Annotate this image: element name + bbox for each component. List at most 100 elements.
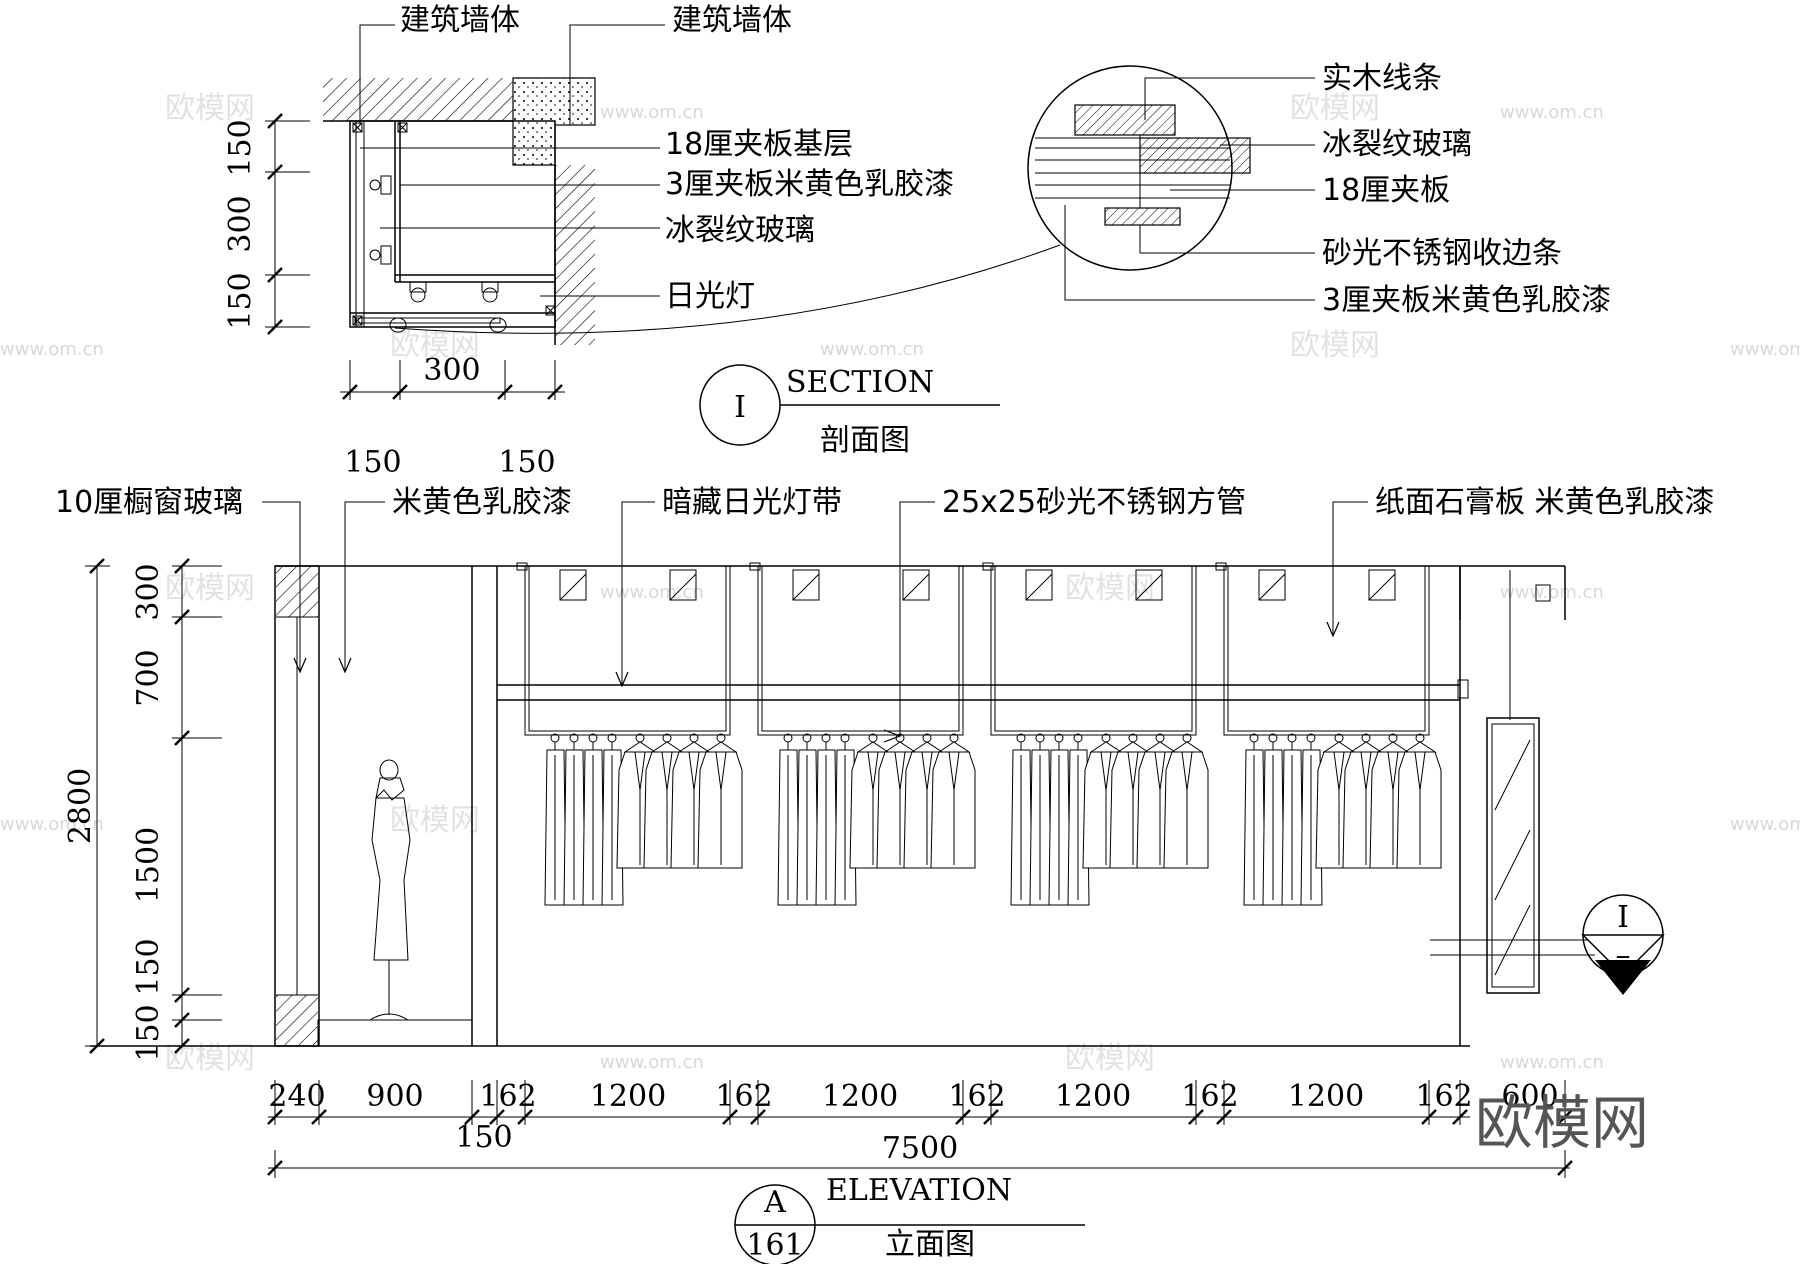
label-window-glass: 10厘橱窗玻璃: [55, 485, 243, 520]
watermark-logo: 欧模网: [1475, 1089, 1649, 1157]
elevation-title-cn: 立面图: [885, 1227, 975, 1262]
dim-h-2: 162: [479, 1079, 536, 1114]
ceiling-slab: [323, 78, 513, 121]
elevation-drawing: 150 150 10厘橱窗玻璃 米黄色乳胶漆 暗藏日光灯带 25x25砂光不锈钢…: [55, 445, 1715, 1264]
clothing-bay: [516, 562, 743, 906]
watermark-text: 欧模网: [390, 328, 480, 363]
detail-label-steel: 砂光不锈钢收边条: [1322, 236, 1562, 271]
dim-top-2: 150: [498, 445, 555, 480]
dim-tick: [1557, 1160, 1573, 1176]
section-title-cn: 剖面图: [820, 423, 910, 458]
spotlight: [792, 569, 820, 601]
label-glass: 冰裂纹玻璃: [665, 213, 815, 248]
dim-h-11: 600: [1501, 1079, 1558, 1114]
hanging-frame: [524, 566, 731, 736]
clothing-bay: [749, 562, 976, 906]
hanging-frame: [757, 566, 964, 736]
label-light-strip: 暗藏日光灯带: [662, 485, 842, 520]
watermark-url: www.om.cn: [1500, 1052, 1604, 1073]
spotlight: [559, 569, 587, 601]
dim-sub-150: 150: [455, 1120, 512, 1155]
dim-tick: [1216, 1109, 1232, 1125]
dim-tick: [1188, 1109, 1204, 1125]
wall-right: [555, 165, 595, 345]
elevation-title-letter: A: [763, 1185, 786, 1220]
watermark-text: 欧模网: [1290, 91, 1380, 126]
section-cut-top: I: [1617, 900, 1629, 935]
detail-label-wood: 实木线条: [1322, 61, 1442, 96]
clothing-bay: [1215, 562, 1442, 906]
hanging-frame-inner: [1227, 566, 1426, 732]
dim-tick: [489, 1109, 505, 1125]
dim-tick: [1557, 1109, 1573, 1125]
hanging-frame: [1223, 566, 1430, 736]
watermark-url: www.om.cn: [1500, 582, 1604, 603]
dim-tick: [517, 1109, 533, 1125]
detail-label-glass: 冰裂纹玻璃: [1322, 127, 1472, 162]
section-title-en: SECTION: [786, 365, 934, 400]
dim-tick: [89, 558, 105, 574]
dim-v-5: 150: [131, 1004, 166, 1061]
dim-tick: [311, 1109, 327, 1125]
dim-tick: [750, 1109, 766, 1125]
dim-tick: [1452, 1109, 1468, 1125]
label-lamp: 日光灯: [665, 279, 755, 314]
label-plywood-paint: 3厘夹板米黄色乳胶漆: [665, 167, 954, 202]
jacket: [930, 751, 976, 869]
section-title-mark: I: [734, 390, 746, 425]
dim-v-top: 150: [223, 119, 258, 176]
jacket: [1163, 751, 1209, 869]
label-paint: 米黄色乳胶漆: [392, 485, 572, 520]
watermark-text: 欧模网: [1065, 571, 1155, 606]
dim-tick: [174, 609, 190, 625]
dim-h-8: 162: [1181, 1079, 1238, 1114]
dim-h-3: 1200: [590, 1079, 666, 1114]
label-plywood-base: 18厘夹板基层: [665, 127, 853, 162]
hanging-frame-inner: [528, 566, 727, 732]
dim-v-1: 300: [131, 563, 166, 620]
clothing-bay: [982, 562, 1209, 906]
dim-tick: [955, 1109, 971, 1125]
spotlight: [1135, 569, 1163, 601]
dim-tick: [89, 1038, 105, 1054]
section-drawing: 150 300 150 300 建筑墙体 建筑墙体 18厘夹板基层 3厘夹板米黄…: [223, 3, 1000, 458]
spotlight: [1258, 569, 1286, 601]
watermark-url: www.om.cn: [600, 1052, 704, 1073]
watermark-url: www.om.cn: [0, 814, 104, 835]
detail-label-plywood: 18厘夹板: [1322, 173, 1450, 208]
dim-tick: [174, 1038, 190, 1054]
detail-label-paint: 3厘夹板米黄色乳胶漆: [1322, 283, 1611, 318]
dim-h-1: 900: [366, 1079, 423, 1114]
elevation-title-number: 161: [746, 1228, 803, 1263]
dim-h-4: 162: [715, 1079, 772, 1114]
mannequin: [369, 759, 411, 1021]
jacket: [697, 751, 743, 869]
dim-h-5: 1200: [822, 1079, 898, 1114]
dim-tick: [983, 1109, 999, 1125]
hanging-frame-inner: [994, 566, 1193, 732]
dim-tick: [464, 1109, 480, 1125]
dim-h-10: 162: [1415, 1079, 1472, 1114]
watermark-text: 欧模网: [390, 803, 480, 838]
watermark-url: www.om.cn: [600, 102, 704, 123]
mirror: [1486, 717, 1540, 994]
dim-h-9: 1200: [1288, 1079, 1364, 1114]
elevation-title-en: ELEVATION: [826, 1173, 1012, 1208]
dim-h-0: 240: [268, 1079, 325, 1114]
watermark-text: 欧模网: [165, 91, 255, 126]
clothing-bays: [516, 562, 1442, 906]
watermark-text: 欧模网: [1290, 328, 1380, 363]
spotlight: [1025, 569, 1053, 601]
dim-tick: [722, 1109, 738, 1125]
spotlight: [669, 569, 697, 601]
dim-tick: [267, 1109, 283, 1125]
watermark-url: www.om.cn: [600, 582, 704, 603]
dim-tick: [267, 1160, 283, 1176]
dim-tick: [174, 730, 190, 746]
watermark-url: www.om.cn: [1730, 339, 1800, 360]
watermark-text: 欧模网: [1065, 1041, 1155, 1076]
watermark-url: www.om.cn: [0, 339, 104, 360]
label-wall-right: 建筑墙体: [672, 3, 792, 38]
watermark-url: www.om.cn: [1500, 102, 1604, 123]
